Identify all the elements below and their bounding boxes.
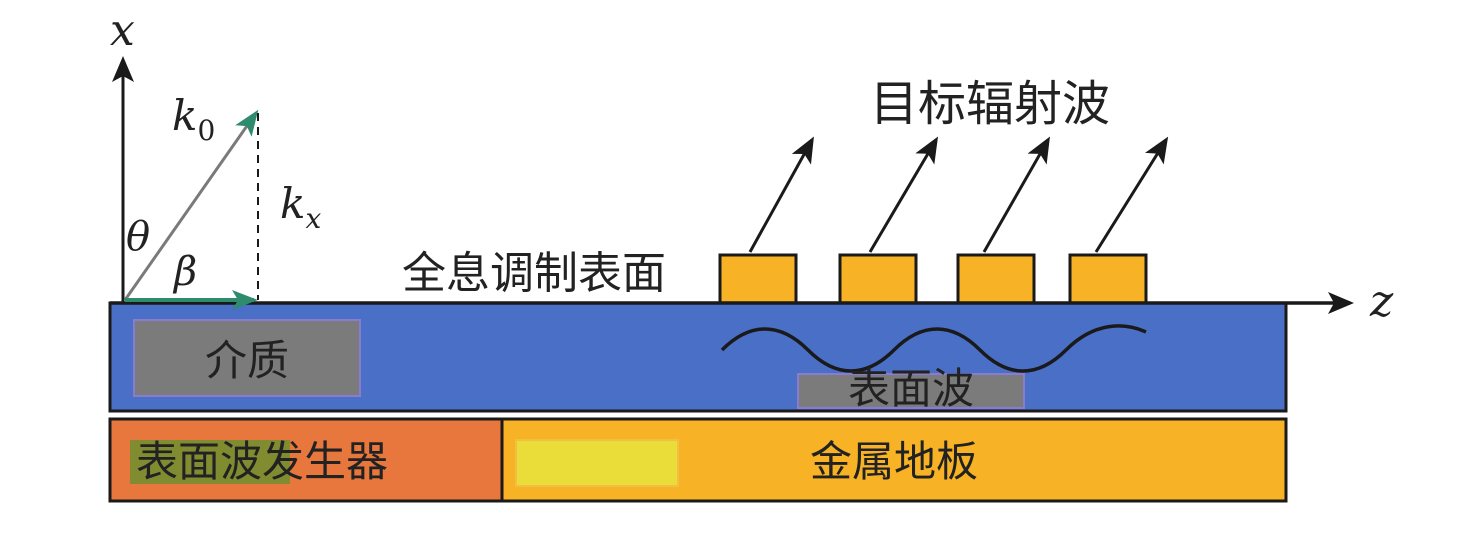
surface-wave-squiggle: [720, 324, 1147, 373]
radiated-wave-arrow-3: [982, 136, 1050, 253]
target-wave-label: 目标辐射波: [870, 76, 1110, 132]
dielectric-label: 介质: [205, 336, 289, 385]
radiated-wave-arrow-1: [748, 136, 814, 253]
surface-wave-label: 表面波: [848, 364, 974, 413]
dielectric-label-box: [133, 319, 361, 397]
kx-label-sub: x: [305, 202, 321, 235]
generator-label-part2: 发生器: [262, 437, 388, 486]
kx-label: kx: [280, 179, 321, 235]
metal-ground-label: 金属地板: [810, 437, 978, 486]
surface-wave-label-box: [797, 373, 1025, 409]
holographic-surface-label: 全息调制表面: [402, 248, 666, 299]
k0-label-sub: 0: [197, 114, 215, 147]
k0-label: k0: [172, 91, 215, 147]
x-axis-label: x: [110, 5, 135, 56]
radiated-wave-arrow-2: [868, 136, 939, 253]
z-axis-label: z: [1369, 276, 1394, 327]
beta-label: β: [172, 249, 197, 295]
surface-patch-4: [1068, 253, 1148, 305]
generator-label-part1: 表面波: [136, 437, 262, 486]
surface-patch-3: [956, 253, 1036, 305]
surface-patch-1: [718, 253, 798, 305]
theta-label: θ: [126, 214, 150, 260]
k0-vector: [123, 109, 259, 301]
kx-label-main: k: [280, 179, 305, 228]
k0-label-main: k: [172, 91, 197, 140]
generator-green-highlight: [130, 440, 290, 484]
metal-yellow-highlight: [515, 439, 679, 487]
radiated-wave-arrow-4: [1094, 136, 1169, 253]
surface-patch-2: [838, 253, 918, 305]
surface-wave-generator-label: 表面波发生器: [136, 437, 388, 486]
